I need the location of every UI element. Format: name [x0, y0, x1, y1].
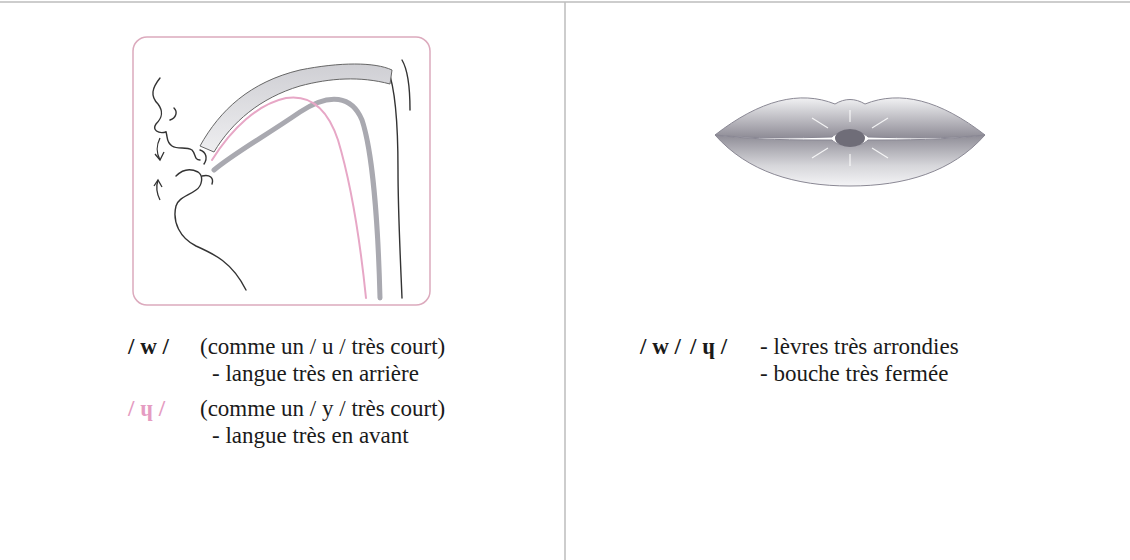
description-text: - langue très en arrière	[212, 361, 419, 387]
phoneme-symbol: / w /	[640, 334, 681, 360]
head-profile	[153, 60, 410, 298]
description-text: - bouche très fermée	[760, 361, 948, 387]
divider-line	[564, 2, 566, 560]
description-text: (comme un / y / très court)	[200, 396, 445, 422]
palate	[200, 64, 392, 152]
description-text: - lèvres très arrondies	[760, 334, 959, 360]
text-panel: / w /(comme un / u / très court)- langue…	[0, 0, 565, 560]
phoneme-symbol: / ɥ /	[690, 334, 727, 360]
lip-rounding-lines	[812, 110, 888, 166]
mouth-opening	[835, 129, 865, 147]
phoneme-symbol: / w /	[128, 334, 169, 360]
description-text: - langue très en avant	[212, 423, 409, 449]
phoneme-symbol: / ɥ /	[128, 396, 165, 422]
tongue-front	[212, 97, 366, 298]
illustration-box	[133, 37, 430, 305]
text-panel: / w / / ɥ / - lèvres très arrondies- bouch…	[565, 0, 1130, 560]
tongue-back	[214, 99, 380, 298]
description-text: (comme un / u / très court)	[200, 334, 445, 360]
airflow-arrow	[154, 138, 164, 200]
